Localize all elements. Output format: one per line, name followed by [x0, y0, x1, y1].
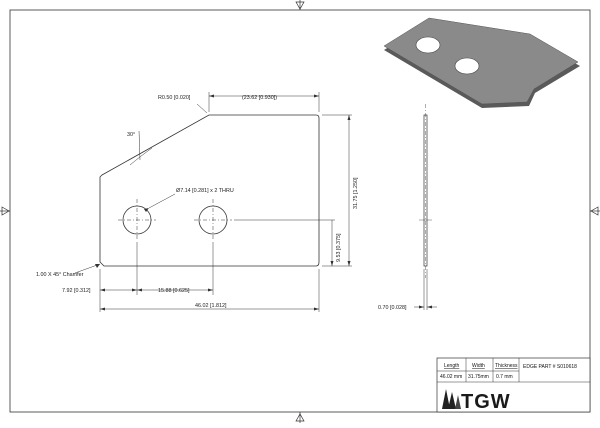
dimension-arrows: [95, 94, 351, 311]
length-header: Length: [444, 363, 460, 369]
chamfer-dimension: 1.00 X 45° Chamfer: [36, 272, 84, 278]
logo-text: TGW: [461, 391, 511, 413]
thickness-header: Thickness: [495, 363, 518, 369]
part-number: EDGE PART # S010618: [523, 364, 577, 370]
top-edge-dimension: (23.62 [0.930]): [242, 95, 277, 101]
hole-2-iso: [454, 57, 480, 75]
tgw-logo: TGW: [442, 389, 511, 413]
fillet-dimension: R0.50 [0.020]: [158, 95, 191, 101]
width-value: 31.75mm: [468, 374, 489, 380]
holes: [118, 199, 232, 241]
hole-spacing-dimension: 15.88 [0.625]: [158, 288, 190, 294]
height-dimension: 31.75 [1.250]: [353, 177, 359, 209]
angle-dimension: 30°: [127, 132, 135, 138]
part-outline: [99, 114, 320, 267]
dimension-lines: [74, 92, 352, 312]
title-block: [436, 357, 591, 413]
hole-height-dimension: 9.53 [0.375]: [336, 233, 342, 262]
overall-length-dimension: 46.02 [1.812]: [195, 303, 227, 309]
thickness-value: 0.7 mm: [496, 374, 513, 380]
hole-offset-dimension: 7.92 [0.312]: [62, 288, 91, 294]
length-value: 46.02 mm: [440, 374, 462, 380]
width-header: Width: [472, 363, 485, 369]
isometric-part-view: [383, 17, 580, 108]
hole-1-iso: [415, 36, 441, 54]
side-view: [414, 104, 437, 310]
hole-center-lines: [118, 199, 232, 241]
thickness-dimension: 0.70 [0.028]: [378, 305, 407, 311]
hole-callout: Ø7.14 [0.281] x 2 THRU: [176, 188, 234, 194]
